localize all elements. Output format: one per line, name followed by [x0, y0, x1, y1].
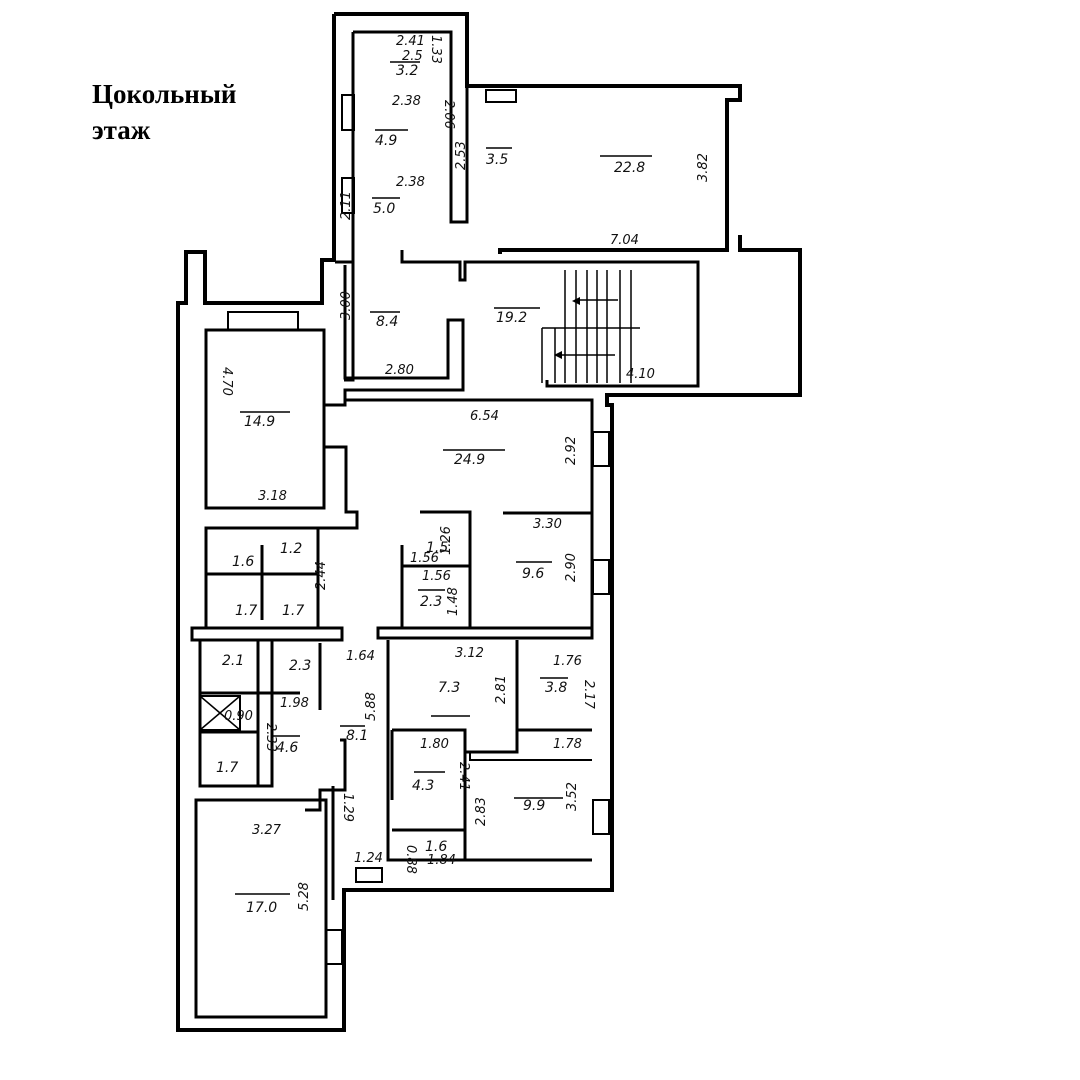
- room-area-label: 2.3: [289, 658, 311, 674]
- room-area-label: 3.5: [486, 152, 508, 168]
- room-area-label: 3.2: [396, 63, 418, 79]
- room-area-label: 4.3: [412, 778, 434, 794]
- room-area-label: 4.6: [276, 740, 298, 756]
- dim-label: 1.29: [340, 793, 355, 822]
- dim-label: 7.04: [610, 233, 639, 248]
- dim-label: 2.83: [474, 797, 489, 826]
- dim-label: 1.56: [422, 569, 451, 584]
- dim-label: 0.90: [224, 709, 253, 724]
- dim-label: 2.53: [454, 141, 469, 170]
- room-area-label: 1.2: [280, 541, 302, 557]
- dim-label: 2.11: [339, 191, 354, 220]
- dim-label: 6.54: [470, 409, 499, 424]
- room-labels: 2.41 2.5 3.2 1.33 2.38 4.9 2.06 2.38 5.0…: [216, 34, 711, 916]
- room-area-label: 1.6: [232, 554, 254, 570]
- dim-label: 2.81: [494, 675, 509, 704]
- room-area-label: 1.7: [216, 760, 238, 776]
- dim-label: 1.80: [420, 737, 449, 752]
- room-area-label: 7.3: [438, 680, 460, 696]
- dim-label: 2.5: [402, 49, 423, 64]
- room-area-label: 2.3: [420, 594, 442, 610]
- room-area-label: 17.0: [246, 900, 277, 916]
- dim-label: 2.06: [441, 100, 456, 129]
- dim-label: 0.88: [403, 845, 418, 874]
- dim-label: 5.28: [297, 882, 312, 911]
- dim-label: 1.24: [354, 851, 383, 866]
- room-area-label: 14.9: [244, 414, 275, 430]
- floor-title-line2: этаж: [92, 115, 151, 145]
- dim-label: 3.30: [533, 517, 562, 532]
- area-underlines: [235, 61, 652, 895]
- walls: [176, 12, 802, 1032]
- dim-label: 2.41: [456, 762, 471, 791]
- dim-label: 3.27: [252, 823, 282, 838]
- dim-label: 2.90: [564, 553, 579, 582]
- room-area-label: 9.9: [523, 798, 545, 814]
- dim-label: 3.00: [339, 291, 354, 320]
- dim-label: 2.80: [385, 363, 414, 378]
- dim-label: 3.82: [696, 153, 711, 182]
- dim-label: 2.38: [396, 175, 425, 190]
- dim-label: 1.64: [346, 649, 375, 664]
- dim-label: 1.76: [553, 654, 582, 669]
- dim-label: 4.70: [219, 367, 234, 396]
- room-area-label: 2.1: [222, 653, 244, 669]
- dim-label: 1.26: [439, 526, 454, 555]
- dim-label: 2.17: [581, 680, 596, 710]
- floor-title: Цокольный этаж: [92, 76, 236, 148]
- dim-label: 3.18: [258, 489, 287, 504]
- floor-title-line1: Цокольный: [92, 79, 237, 109]
- dim-label: 2.41: [396, 34, 425, 49]
- dim-label: 1.98: [280, 696, 309, 711]
- dim-label: 2.38: [392, 94, 421, 109]
- room-area-label: 22.8: [614, 160, 645, 176]
- dim-label: 1.56: [410, 551, 439, 566]
- room-area-label: 24.9: [454, 452, 485, 468]
- room-area-label: 9.6: [522, 566, 544, 582]
- dim-label: 4.10: [626, 367, 655, 382]
- room-area-label: 1.5: [426, 540, 448, 556]
- room-area-label: 1.7: [235, 603, 257, 619]
- room-area-label: 8.1: [346, 728, 368, 744]
- dim-label: 3.12: [455, 646, 484, 661]
- dim-label: 3.52: [565, 782, 580, 811]
- dim-label: 2.33: [263, 723, 278, 752]
- dim-label: 1.78: [553, 737, 582, 752]
- dim-label: 1.33: [428, 35, 443, 64]
- dim-label: 2.92: [564, 436, 579, 465]
- room-area-label: 1.7: [282, 603, 304, 619]
- dim-label: 2.44: [314, 561, 329, 590]
- room-area-label: 4.9: [375, 133, 397, 149]
- room-area-label: 1.6: [425, 839, 447, 855]
- room-area-label: 8.4: [376, 314, 398, 330]
- room-area-label: 5.0: [373, 201, 395, 217]
- dim-label: 1.84: [427, 853, 456, 868]
- room-area-label: 3.8: [545, 680, 567, 696]
- dim-label: 1.48: [446, 587, 461, 616]
- dim-label: 5.88: [364, 692, 379, 721]
- room-area-label: 19.2: [496, 310, 527, 326]
